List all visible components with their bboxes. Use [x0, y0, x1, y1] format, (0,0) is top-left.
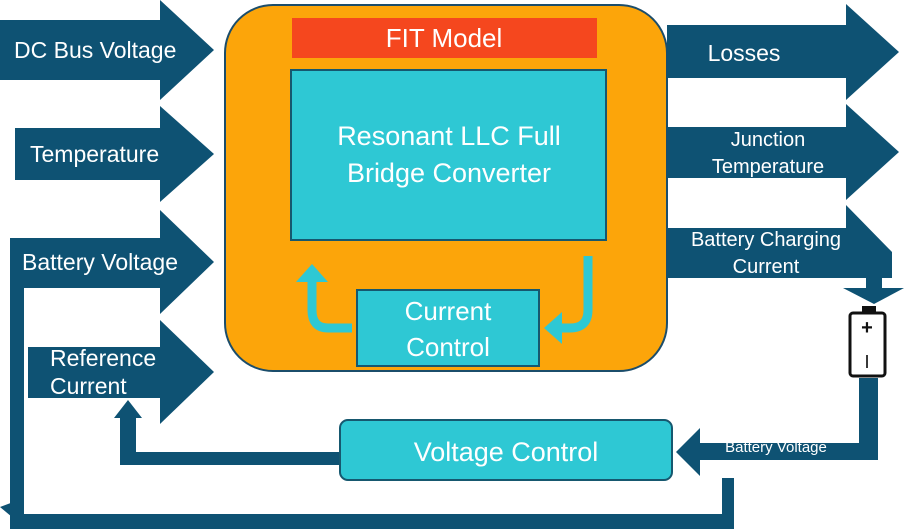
voltage-control-block	[339, 419, 673, 481]
converter-label-line1: Resonant LLC Full	[337, 121, 561, 151]
voltage-control-output-line	[120, 413, 340, 465]
current-control-block	[356, 289, 540, 367]
fit-model-title: FIT Model	[386, 23, 503, 53]
feedback-arrowhead-left	[0, 498, 24, 527]
feedback-battery-voltage-label: Battery Voltage	[725, 439, 827, 456]
voltage-control-label: Voltage Control	[414, 437, 599, 467]
reference-current-label-line1: Reference	[50, 345, 156, 371]
reference-current-label-line2: Current	[50, 373, 127, 399]
converter-block	[290, 69, 607, 241]
converter-label-line2: Bridge Converter	[347, 158, 551, 188]
fit-model-header	[292, 18, 597, 58]
battery-voltage-label: Battery Voltage	[22, 249, 178, 275]
dc-bus-voltage-label: DC Bus Voltage	[14, 37, 176, 63]
current-control-label-line1: Current	[405, 296, 492, 326]
feedback-arrowhead-voltage-control	[676, 428, 700, 476]
current-control-label-line2: Control	[406, 332, 490, 362]
junction-temperature-label-line2: Temperature	[712, 156, 824, 178]
losses-label: Losses	[708, 40, 781, 66]
battery-minus-sign: I	[864, 352, 869, 372]
feedback-line-battery	[695, 378, 878, 460]
output-arrow-junction-temperature: Junction Temperature	[667, 104, 899, 200]
input-arrow-reference-current: Reference Current	[28, 320, 214, 424]
output-arrow-battery-charging-current: Battery Charging Current	[667, 205, 904, 304]
temperature-label: Temperature	[30, 141, 159, 167]
input-arrow-temperature: Temperature	[15, 106, 214, 202]
junction-temperature-label-line1: Junction	[731, 129, 806, 151]
loop-arrow-left	[296, 264, 352, 333]
voltage-control-output-arrowhead	[114, 400, 142, 418]
loop-arrow-right	[544, 256, 593, 344]
input-arrow-battery-voltage: Battery Voltage	[10, 210, 214, 314]
output-arrow-losses: Losses	[667, 4, 899, 100]
input-arrow-dc-bus-voltage: DC Bus Voltage	[0, 0, 214, 100]
battery-icon: + I	[848, 306, 887, 378]
battery-charging-current-label-line2: Current	[733, 256, 800, 278]
battery-plus-sign: +	[861, 317, 873, 339]
battery-charging-current-label-line1: Battery Charging	[691, 229, 841, 251]
